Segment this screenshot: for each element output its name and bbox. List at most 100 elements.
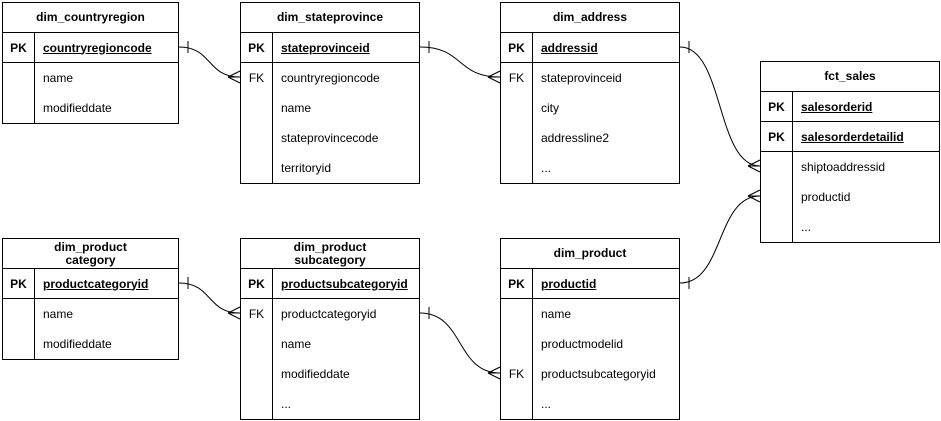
- field-name: countryregioncode: [43, 40, 152, 55]
- empty-key-cell: [241, 329, 273, 359]
- table-row[interactable]: productid: [761, 182, 939, 212]
- table-title-line: dim_product: [553, 246, 627, 260]
- pk-key-label: PK: [241, 269, 273, 298]
- table-row[interactable]: productmodelid: [501, 329, 679, 359]
- empty-key-cell: [241, 93, 273, 123]
- table-row[interactable]: modifieddate: [241, 359, 419, 389]
- table-row[interactable]: PK productid: [501, 269, 679, 299]
- relationship-line: [178, 46, 241, 78]
- table-row[interactable]: name: [3, 299, 178, 329]
- table-row[interactable]: name: [501, 299, 679, 329]
- table-title-line: dim_countryregion: [36, 10, 145, 24]
- empty-key-cell: [501, 123, 533, 153]
- fk-key-label: FK: [241, 299, 273, 329]
- pk-key-label: PK: [501, 33, 533, 62]
- table-row[interactable]: ...: [241, 389, 419, 419]
- field-name: territoryid: [281, 161, 332, 175]
- connector-dim_address-to-fct_sales: [679, 41, 761, 173]
- table-title-line: dim_address: [552, 10, 628, 24]
- many-cardinality-crowfoot: [227, 70, 241, 84]
- table-row[interactable]: PK productsubcategoryid: [241, 269, 419, 299]
- empty-key-cell: [761, 212, 793, 242]
- table-row[interactable]: territoryid: [241, 153, 419, 183]
- relationship-line: [679, 195, 761, 284]
- field-name: addressid: [541, 40, 598, 55]
- table-row[interactable]: city: [501, 93, 679, 123]
- table-title-dim_product: dim_product: [501, 239, 679, 269]
- table-title-fct_sales: fct_sales: [761, 62, 939, 92]
- connector-dim_productsubcategory-to-dim_product: [419, 307, 501, 380]
- table-title-line: dim_stateprovince: [276, 10, 384, 24]
- empty-key-cell: [761, 182, 793, 212]
- field-name: name: [281, 101, 312, 115]
- empty-key-cell: [761, 152, 793, 182]
- connector-dim_productcategory-to-dim_productsubcategory: [178, 277, 241, 320]
- table-row[interactable]: ...: [501, 153, 679, 183]
- connector-dim_stateprovince-to-dim_address: [419, 41, 501, 84]
- many-cardinality-crowfoot: [227, 306, 241, 320]
- field-name: stateprovinceid: [541, 71, 622, 85]
- table-row[interactable]: name: [241, 329, 419, 359]
- empty-key-cell: [501, 389, 533, 419]
- empty-key-cell: [241, 153, 273, 183]
- field-name: productid: [801, 190, 851, 204]
- table-title-dim_address: dim_address: [501, 3, 679, 33]
- table-row[interactable]: name: [3, 63, 178, 93]
- table-row[interactable]: ...: [501, 389, 679, 419]
- pk-key-label: PK: [241, 33, 273, 62]
- field-name: name: [43, 71, 74, 85]
- field-name: stateprovincecode: [281, 131, 379, 145]
- field-name: modifieddate: [43, 101, 112, 115]
- table-row[interactable]: PK addressid: [501, 33, 679, 63]
- table-row[interactable]: addressline2: [501, 123, 679, 153]
- field-name: name: [541, 307, 572, 321]
- table-row[interactable]: ...: [761, 212, 939, 242]
- field-name: productsubcategoryid: [541, 367, 656, 381]
- pk-key-label: PK: [761, 92, 793, 121]
- field-name: addressline2: [541, 131, 610, 145]
- table-title-line: category: [65, 252, 116, 267]
- many-cardinality-crowfoot: [747, 189, 761, 203]
- connector-dim_product-to-fct_sales: [679, 189, 761, 289]
- field-name: productsubcategoryid: [281, 276, 408, 291]
- empty-key-cell: [3, 93, 35, 123]
- field-name: ...: [801, 220, 812, 234]
- pk-key-label: PK: [761, 122, 793, 151]
- table-row[interactable]: shiptoaddressid: [761, 152, 939, 182]
- relationship-line: [419, 46, 501, 78]
- table-row[interactable]: modifieddate: [3, 93, 178, 123]
- pk-key-label: PK: [501, 269, 533, 298]
- table-title-line: fct_sales: [824, 69, 876, 83]
- relationship-line: [419, 312, 501, 374]
- field-name: ...: [541, 161, 552, 175]
- relationship-line: [679, 46, 761, 167]
- field-name: productmodelid: [541, 337, 624, 351]
- table-row[interactable]: name: [241, 93, 419, 123]
- table-row[interactable]: modifieddate: [3, 329, 178, 359]
- field-name: shiptoaddressid: [801, 160, 886, 174]
- fk-key-label: FK: [241, 63, 273, 93]
- field-name: ...: [541, 397, 552, 411]
- table-row[interactable]: stateprovincecode: [241, 123, 419, 153]
- field-name: productid: [541, 276, 597, 291]
- field-name: ...: [281, 397, 292, 411]
